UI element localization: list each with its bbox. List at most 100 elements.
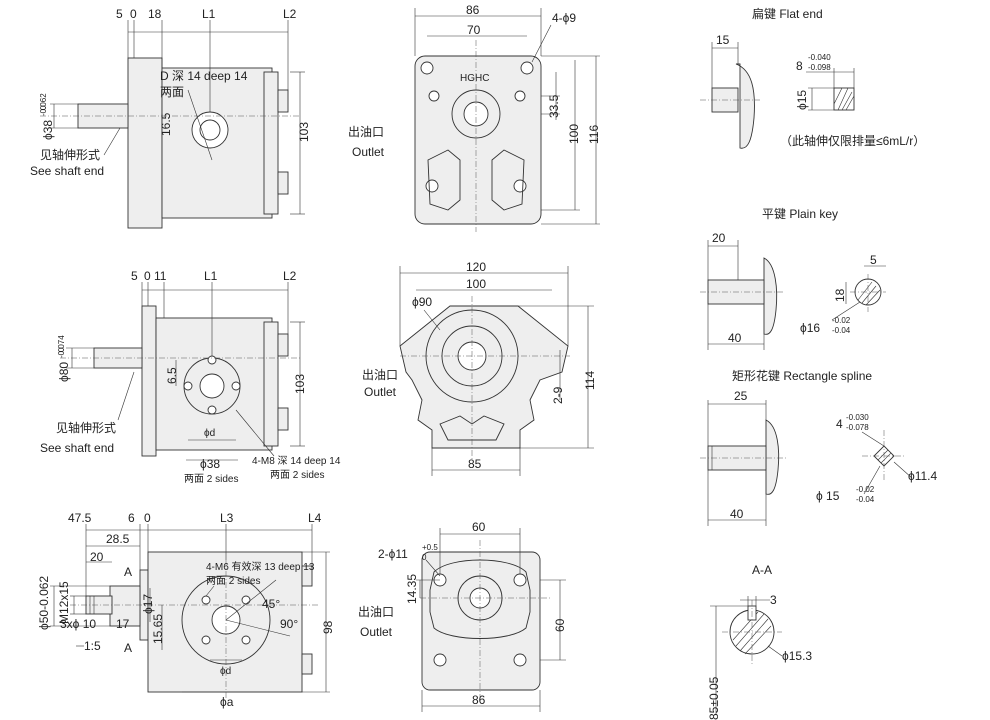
plain-key-dim-20: 20: [712, 231, 726, 245]
r1-dim-18: 18: [148, 7, 162, 21]
bolt-head-bottom: [301, 653, 313, 675]
r1-dim-100: 100: [567, 124, 581, 144]
plain-key-dim-5: 5: [870, 253, 877, 267]
mount-hole: [425, 179, 439, 193]
r2-outlet-cn: 出油口: [362, 368, 398, 382]
r3-dia50: ϕ50-0.062: [37, 576, 51, 630]
flat-key-note: （此轴伸仅限排量≤6mL/r）: [780, 133, 925, 148]
r3-angle90: 90°: [280, 617, 298, 631]
row1-front-view: HGHC 86 70 4-ϕ9 33.5 100 116 出油口 Outlet: [348, 3, 601, 232]
r1-shaft-ref-en: See shaft end: [30, 164, 104, 178]
r3-outlet-en: Outlet: [360, 625, 393, 639]
r2-dim-6-5: 6.5: [165, 367, 179, 384]
r2-dim-2-9: 2-9: [551, 386, 565, 404]
r3-dim-20: 20: [90, 550, 104, 564]
plain-key-tol-top: -0.02: [832, 316, 851, 325]
mount-hole: [433, 653, 447, 667]
r2-dim-l2: L2: [283, 269, 297, 283]
r3-dim-86: 86: [472, 693, 486, 707]
r2-shaft-tol-bot: -0.074: [57, 335, 66, 358]
r1-holes: 4-ϕ9: [552, 11, 576, 25]
thread-hole: [241, 595, 251, 605]
plain-key-tol-bot: -0.04: [832, 326, 851, 335]
r3-holes: 2-ϕ11: [378, 547, 408, 561]
r1-shaft-ref-cn: 见轴伸形式: [40, 147, 100, 162]
spline-hub: [765, 419, 780, 495]
r3-dim-6: 6: [128, 511, 135, 525]
r1-shaft-dia: ϕ38: [41, 120, 55, 140]
r3-dim-3x10: 3xϕ 10: [60, 617, 96, 631]
thread-hole: [201, 595, 211, 605]
section-aa-hatch: [732, 611, 772, 655]
r2-shaft-ref-cn: 见轴伸形式: [56, 420, 116, 435]
spline-tol4-top: -0.030: [846, 413, 869, 422]
r3-holes-tol: +0.5: [422, 543, 438, 552]
r1-dim-5: 5: [116, 7, 123, 21]
r2-dim-120: 120: [466, 260, 486, 274]
section-aa-dia15-3: ϕ15.3: [782, 649, 812, 663]
bolt-head-top: [277, 89, 289, 113]
mount-hole: [514, 90, 526, 102]
bolt-head-top: [301, 565, 313, 587]
r3-dim-14-35: 14.35: [405, 574, 419, 604]
outlet-lobe-left: [427, 149, 461, 211]
row3-side-view: 47.5 6 0 L3 L4 28.5 20 A A 4-M6 有效深 13 d…: [37, 511, 335, 709]
r3-d-label: ϕd: [220, 666, 231, 677]
r2-dim-11: 11: [154, 269, 167, 283]
r3-dim-l3: L3: [220, 511, 234, 525]
spline-dim-25: 25: [734, 389, 748, 403]
thread-hole: [207, 405, 217, 415]
r2-thread-sides: 两面 2 sides: [270, 470, 324, 481]
front-flange: [399, 305, 569, 449]
flat-key-tol8-bot: -0.098: [808, 63, 831, 72]
flat-key-dia15: ϕ15: [795, 90, 809, 110]
bolt-head-top: [277, 333, 289, 357]
row1-side-view: 5 0 18 L1 L2 D 深 14 deep 14 两面 16.5 103 …: [30, 7, 311, 229]
r3-holes-tol-bot: 0: [422, 553, 427, 562]
r1-dim-16-5: 16.5: [159, 112, 173, 136]
rear-cover: [263, 71, 279, 215]
mount-hole: [513, 179, 527, 193]
spline-tol4-bot: -0.078: [846, 423, 869, 432]
r3-thread: M12x15: [57, 581, 71, 624]
r3-dim-60v: 60: [553, 618, 567, 632]
r1-port-note: D 深 14 deep 14: [160, 69, 248, 83]
r3-dia17: ϕ17: [141, 594, 155, 614]
r1-dim-103: 103: [297, 122, 311, 142]
thread-hole: [241, 635, 251, 645]
r2-shaft-ref-en: See shaft end: [40, 441, 114, 455]
r2-dim-100: 100: [466, 277, 486, 291]
r2-outlet-en: Outlet: [364, 385, 397, 399]
r1-shaft-tol-bot: -0.062: [39, 93, 48, 116]
flat-key-dim-8: 8: [796, 59, 803, 73]
r2-dim-85: 85: [468, 457, 482, 471]
flat-key-detail: 扁键 Flat end 15 8 -0.040 -0.098 ϕ15 （此轴伸仅…: [700, 7, 925, 149]
r3-dim-98: 98: [321, 620, 335, 634]
r2-dim-114: 114: [583, 371, 597, 390]
r3-a-label: ϕa: [220, 695, 234, 709]
mount-hole: [513, 653, 527, 667]
mount-hole: [513, 573, 527, 587]
port-bore: [199, 119, 221, 141]
r2-dia38: ϕ38: [200, 457, 220, 471]
r2-dim-103: 103: [293, 374, 307, 394]
thread-hole: [183, 381, 193, 391]
mount-hole: [428, 90, 440, 102]
outlet-lobe-right: [491, 149, 525, 211]
r1-outlet-en: Outlet: [352, 145, 385, 159]
spline-tol15-bot: -0.04: [856, 495, 875, 504]
spline-dia15: ϕ 15: [816, 489, 840, 503]
r2-dim-0: 0: [144, 269, 151, 283]
bolt-head-bottom: [277, 171, 289, 195]
plain-key-dim-40: 40: [728, 331, 742, 345]
spline-tol15-top: -0.02: [856, 485, 875, 494]
r3-dim-17: 17: [116, 617, 130, 631]
row2-front-view: 120 100 ϕ90 114 2-9 85 出油口 Outlet: [362, 260, 597, 476]
bolt-head-bottom: [277, 407, 289, 431]
plain-key-dim-18: 18: [833, 288, 847, 302]
r3-section-a2: A: [124, 641, 132, 655]
r3-dim-l4: L4: [308, 511, 322, 525]
plain-key-hub: [763, 257, 778, 335]
r1-dim-86: 86: [466, 3, 480, 17]
plain-key-hatch: [857, 281, 881, 306]
